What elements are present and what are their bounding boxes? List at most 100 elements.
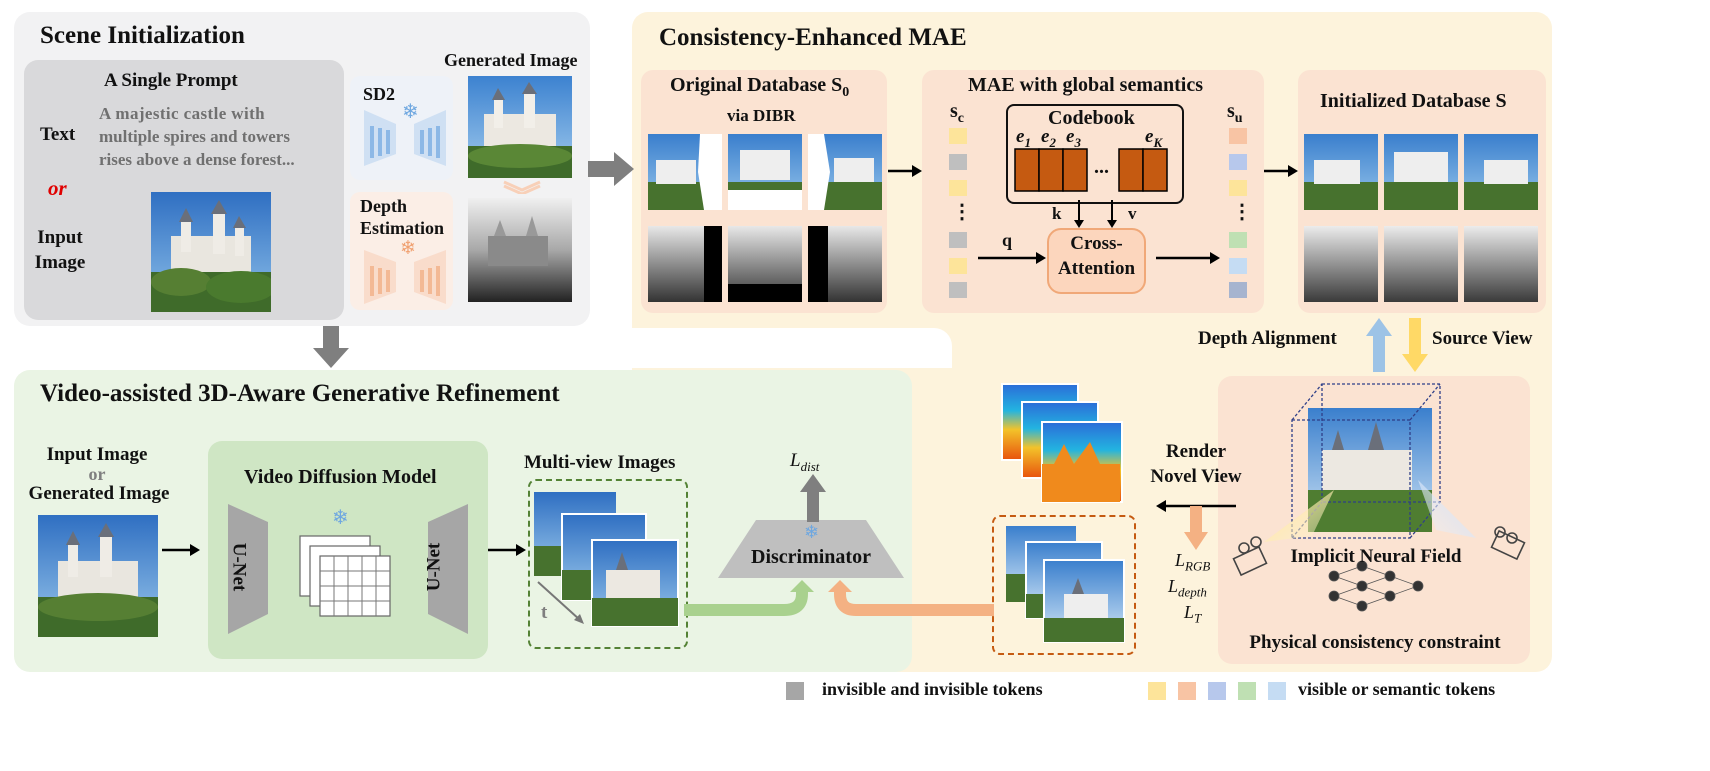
depth-label-2: Estimation bbox=[360, 218, 445, 238]
orange-arrow bbox=[828, 580, 994, 616]
l-t-sub: T bbox=[1194, 610, 1202, 626]
legend-swatch-4 bbox=[1238, 682, 1256, 700]
legend-color-swatches bbox=[1148, 682, 1288, 700]
refine-input-label-2: Generated Image bbox=[28, 483, 170, 504]
prompt-line-1: A majestic castle with bbox=[99, 104, 266, 123]
legend-color-text: visible or semantic tokens bbox=[1298, 679, 1496, 699]
warp-depth-2 bbox=[728, 226, 802, 302]
sd2-unet-icon: ❄ bbox=[364, 101, 446, 166]
l-depth-sub: depth bbox=[1178, 584, 1207, 600]
multiview-label: Multi-view Images bbox=[524, 452, 676, 473]
attn-out-arrow bbox=[1156, 252, 1220, 264]
e2-label: e2 bbox=[1041, 126, 1056, 151]
cross-attention-label-1: Cross- bbox=[1070, 233, 1123, 254]
depth-alignment-arrow bbox=[1366, 318, 1392, 372]
sd2-label: SD2 bbox=[363, 84, 396, 104]
refine-input-label-1: Input Image bbox=[46, 444, 148, 465]
scene-init-title: Scene Initialization bbox=[40, 22, 245, 49]
ldist-label: Ldist bbox=[790, 450, 819, 475]
mae-title: Consistency-Enhanced MAE bbox=[659, 24, 967, 51]
su-text: s bbox=[1227, 100, 1235, 122]
depth-map-image bbox=[468, 198, 572, 302]
orig-db-images bbox=[648, 134, 882, 302]
warp-depth-3 bbox=[808, 226, 882, 302]
camera-icon bbox=[1232, 536, 1268, 577]
legend-gray-text: invisible and invisible tokens bbox=[822, 679, 1043, 699]
source-view-arrow bbox=[1402, 318, 1428, 372]
e2-text: e bbox=[1041, 126, 1050, 147]
su-token-column bbox=[1229, 128, 1247, 298]
inf-label: Implicit Neural Field bbox=[1290, 546, 1462, 567]
q-arrow bbox=[978, 252, 1046, 264]
render-label-1: Render bbox=[1165, 441, 1227, 462]
snowflake-icon: ❄ bbox=[400, 238, 416, 259]
unet-right bbox=[428, 504, 468, 634]
legend-swatch-1 bbox=[1148, 682, 1166, 700]
codebook-label: Codebook bbox=[1048, 107, 1135, 129]
or-label: or bbox=[48, 176, 67, 200]
init-db-images bbox=[1304, 134, 1538, 302]
sc-sub: c bbox=[957, 111, 965, 126]
ek-sub: K bbox=[1153, 134, 1163, 150]
ldist-up-arrow bbox=[800, 474, 826, 522]
init-depth-3 bbox=[1464, 226, 1538, 302]
arrow-vdm-to-multiview bbox=[488, 544, 526, 556]
su-label: su bbox=[1227, 100, 1243, 127]
e3-text: e bbox=[1066, 126, 1075, 147]
depth-unet-icon: ❄ bbox=[364, 238, 446, 304]
rendered-views-images bbox=[1006, 526, 1125, 643]
inf-illustration bbox=[1232, 383, 1526, 612]
source-view-label: Source View bbox=[1432, 328, 1533, 349]
init-db-title: Initialized Database S bbox=[1320, 90, 1507, 112]
chevron-icon bbox=[503, 180, 541, 194]
snowflake-icon: ❄ bbox=[402, 101, 419, 123]
init-image-2 bbox=[1384, 134, 1458, 210]
e3-label: e3 bbox=[1066, 126, 1081, 151]
arrow-scene-to-refine bbox=[313, 326, 349, 368]
snowflake-icon: ❄ bbox=[804, 522, 819, 542]
warp-image-3 bbox=[808, 134, 882, 210]
init-depth-1 bbox=[1304, 226, 1378, 302]
loss-down-arrow bbox=[1184, 506, 1208, 550]
l-rgb-text: L bbox=[1175, 550, 1186, 570]
e1-sub: 1 bbox=[1024, 134, 1031, 150]
warp-image-2 bbox=[728, 134, 802, 210]
sc-label: sc bbox=[950, 100, 964, 127]
su-vdots: ⋮ bbox=[1232, 201, 1252, 223]
depth-alignment-label: Depth Alignment bbox=[1198, 328, 1337, 349]
unet-right-label: U-Net bbox=[423, 542, 445, 592]
cross-attention-box bbox=[1047, 228, 1146, 294]
input-label-2: Image bbox=[34, 252, 86, 273]
vdm-illustration: ❄ bbox=[228, 504, 468, 634]
legend-swatch-3 bbox=[1208, 682, 1226, 700]
l-t-text: L bbox=[1184, 602, 1195, 622]
legend-swatch-5 bbox=[1268, 682, 1286, 700]
legend-gray-swatch bbox=[786, 682, 804, 700]
codebook-dots: ... bbox=[1094, 156, 1109, 178]
e1-label: e1 bbox=[1016, 126, 1031, 151]
vdm-label: Video Diffusion Model bbox=[244, 466, 437, 488]
arrow-input-to-vdm bbox=[162, 544, 200, 556]
arrow-orig-to-mae bbox=[888, 165, 922, 177]
l-depth-label: Ldepth bbox=[1168, 576, 1207, 601]
init-image-1 bbox=[1304, 134, 1378, 210]
arrow-scene-to-mae bbox=[588, 152, 634, 186]
discriminator-shape: ❄ bbox=[718, 520, 904, 578]
text-label: Text bbox=[40, 124, 76, 145]
depth-label-1: Depth bbox=[360, 196, 408, 216]
ek-text: e bbox=[1145, 126, 1154, 147]
cross-attention-label-2: Attention bbox=[1057, 258, 1136, 279]
codebook-cells bbox=[1014, 148, 1168, 192]
generated-castle-image bbox=[468, 76, 572, 178]
ek-label: eK bbox=[1145, 126, 1162, 151]
warp-depth-1 bbox=[648, 226, 722, 302]
multiview-images bbox=[534, 492, 679, 627]
input-label-1: Input bbox=[37, 227, 83, 248]
rendered-views-box bbox=[992, 515, 1136, 655]
multiview-box bbox=[528, 479, 688, 649]
init-depth-2 bbox=[1384, 226, 1458, 302]
panel-gap bbox=[600, 328, 952, 368]
input-castle-image bbox=[151, 192, 271, 312]
su-sub: u bbox=[1234, 111, 1243, 126]
green-arrow bbox=[684, 580, 814, 616]
